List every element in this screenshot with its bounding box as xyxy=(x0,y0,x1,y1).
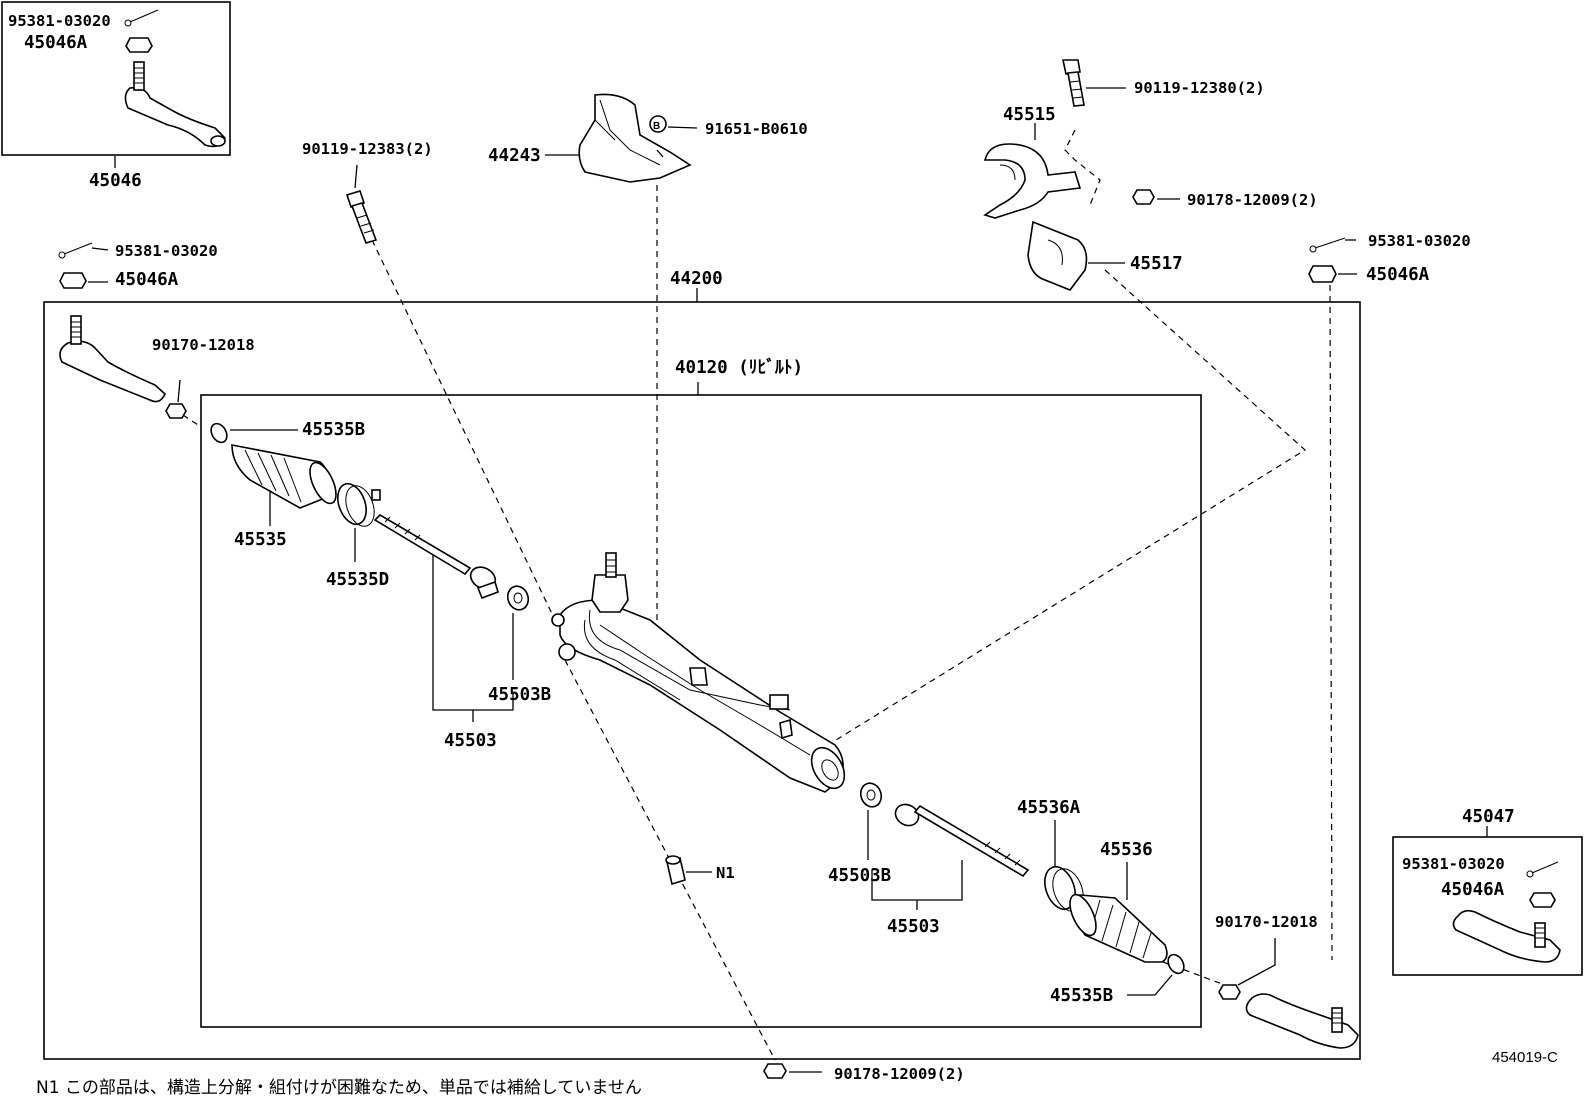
label-45046: 45046 xyxy=(89,171,142,191)
label-40120: 40120 (ﾘﾋﾞﾙﾄ) xyxy=(675,357,803,378)
label-45046A-left: 45046A xyxy=(115,270,179,290)
nut-90178-top-icon xyxy=(1132,189,1155,205)
bushing-N1-icon xyxy=(665,855,686,886)
clamp-45536A-icon xyxy=(1044,865,1084,912)
label-45046A-right: 45046A xyxy=(1366,265,1430,285)
label-90119-12380: 90119-12380(2) xyxy=(1134,79,1265,97)
outer-frame-44200 xyxy=(43,301,1361,1060)
nut-45046A-inset-right-icon xyxy=(1529,892,1556,908)
label-44200: 44200 xyxy=(670,269,723,289)
cotter-pin-95381-left-icon xyxy=(58,242,109,259)
clamp-45535B-left-icon xyxy=(210,422,228,444)
cotter-pin-inset-right-icon xyxy=(1526,861,1559,878)
washer-45503B-left-icon xyxy=(506,585,530,611)
bolt-90119-12383-icon xyxy=(345,190,378,244)
inset-frame-45046 xyxy=(1,1,231,156)
tie-rod-end-45047-icon xyxy=(1452,909,1561,963)
steering-gear-housing-40120-icon xyxy=(551,552,846,793)
clamp-45535D-icon xyxy=(337,482,381,527)
nut-90178-bottom-icon xyxy=(763,1063,787,1079)
label-45046A-inset-right: 45046A xyxy=(1441,880,1505,900)
label-45503-right: 45503 xyxy=(887,917,940,937)
label-45503B-left: 45503B xyxy=(488,685,551,705)
clip-91651-icon: B xyxy=(649,115,667,133)
label-44243: 44243 xyxy=(488,146,541,166)
label-90170-12018-right: 90170-12018 xyxy=(1215,913,1318,931)
label-45503B-right: 45503B xyxy=(828,866,891,886)
label-45535B-right: 45535B xyxy=(1050,986,1113,1006)
label-91651-B0610: 91651-B0610 xyxy=(705,120,808,138)
label-45503-left: 45503 xyxy=(444,731,497,751)
label-N1: N1 xyxy=(716,864,735,882)
label-45046A-tl: 45046A xyxy=(24,33,88,53)
diagram-code: 454019-C xyxy=(1492,1049,1558,1066)
label-45536: 45536 xyxy=(1100,840,1153,860)
label-45535B-left: 45535B xyxy=(302,420,365,440)
heat-insulator-44243-icon xyxy=(578,93,692,183)
washer-45503B-right-icon xyxy=(859,782,883,808)
bracket-45515-icon xyxy=(983,143,1082,219)
label-45535D: 45535D xyxy=(326,570,389,590)
nut-90170-right-icon xyxy=(1218,984,1241,1000)
tie-rod-end-left-icon xyxy=(59,315,166,403)
label-90178-12009-top: 90178-12009(2) xyxy=(1187,191,1318,209)
label-95381-03020-inset-right: 95381-03020 xyxy=(1402,855,1505,873)
bushing-45517-icon xyxy=(1027,220,1088,291)
clamp-45535B-right-icon xyxy=(1167,953,1185,975)
tie-rod-end-right-icon xyxy=(1245,993,1359,1049)
label-45047: 45047 xyxy=(1462,807,1515,827)
label-95381-03020-tl: 95381-03020 xyxy=(8,12,111,30)
inner-frame-40120 xyxy=(200,394,1202,1028)
label-90170-12018-left: 90170-12018 xyxy=(152,336,255,354)
label-45535: 45535 xyxy=(234,530,287,550)
label-95381-03020-right: 95381-03020 xyxy=(1368,232,1471,250)
label-45515: 45515 xyxy=(1003,105,1056,125)
nut-45046A-icon xyxy=(125,37,153,53)
cotter-pin-icon xyxy=(124,9,159,27)
footnote: N1 この部品は、構造上分解・組付けが困難なため、単品では補給していません xyxy=(36,1078,642,1098)
tie-rod-45503-left-icon xyxy=(373,513,499,600)
nut-90170-left-icon xyxy=(165,403,187,419)
label-90178-12009-bottom: 90178-12009(2) xyxy=(834,1065,965,1083)
label-90119-12383: 90119-12383(2) xyxy=(302,140,433,158)
label-45536A: 45536A xyxy=(1017,798,1081,818)
svg-text:B: B xyxy=(653,121,660,132)
bolt-90119-12380-icon xyxy=(1062,59,1085,107)
boot-45535-left-icon xyxy=(231,444,337,509)
cotter-pin-95381-right-icon xyxy=(1309,237,1356,253)
nut-45046A-left-icon xyxy=(59,272,108,289)
boot-45536-icon xyxy=(1069,893,1168,963)
tie-rod-end-45046-icon xyxy=(124,61,226,148)
label-45517: 45517 xyxy=(1130,254,1183,274)
nut-45046A-right-icon xyxy=(1308,265,1357,283)
label-95381-03020-left: 95381-03020 xyxy=(115,242,218,260)
tie-rod-45503-right-icon xyxy=(894,803,1030,878)
